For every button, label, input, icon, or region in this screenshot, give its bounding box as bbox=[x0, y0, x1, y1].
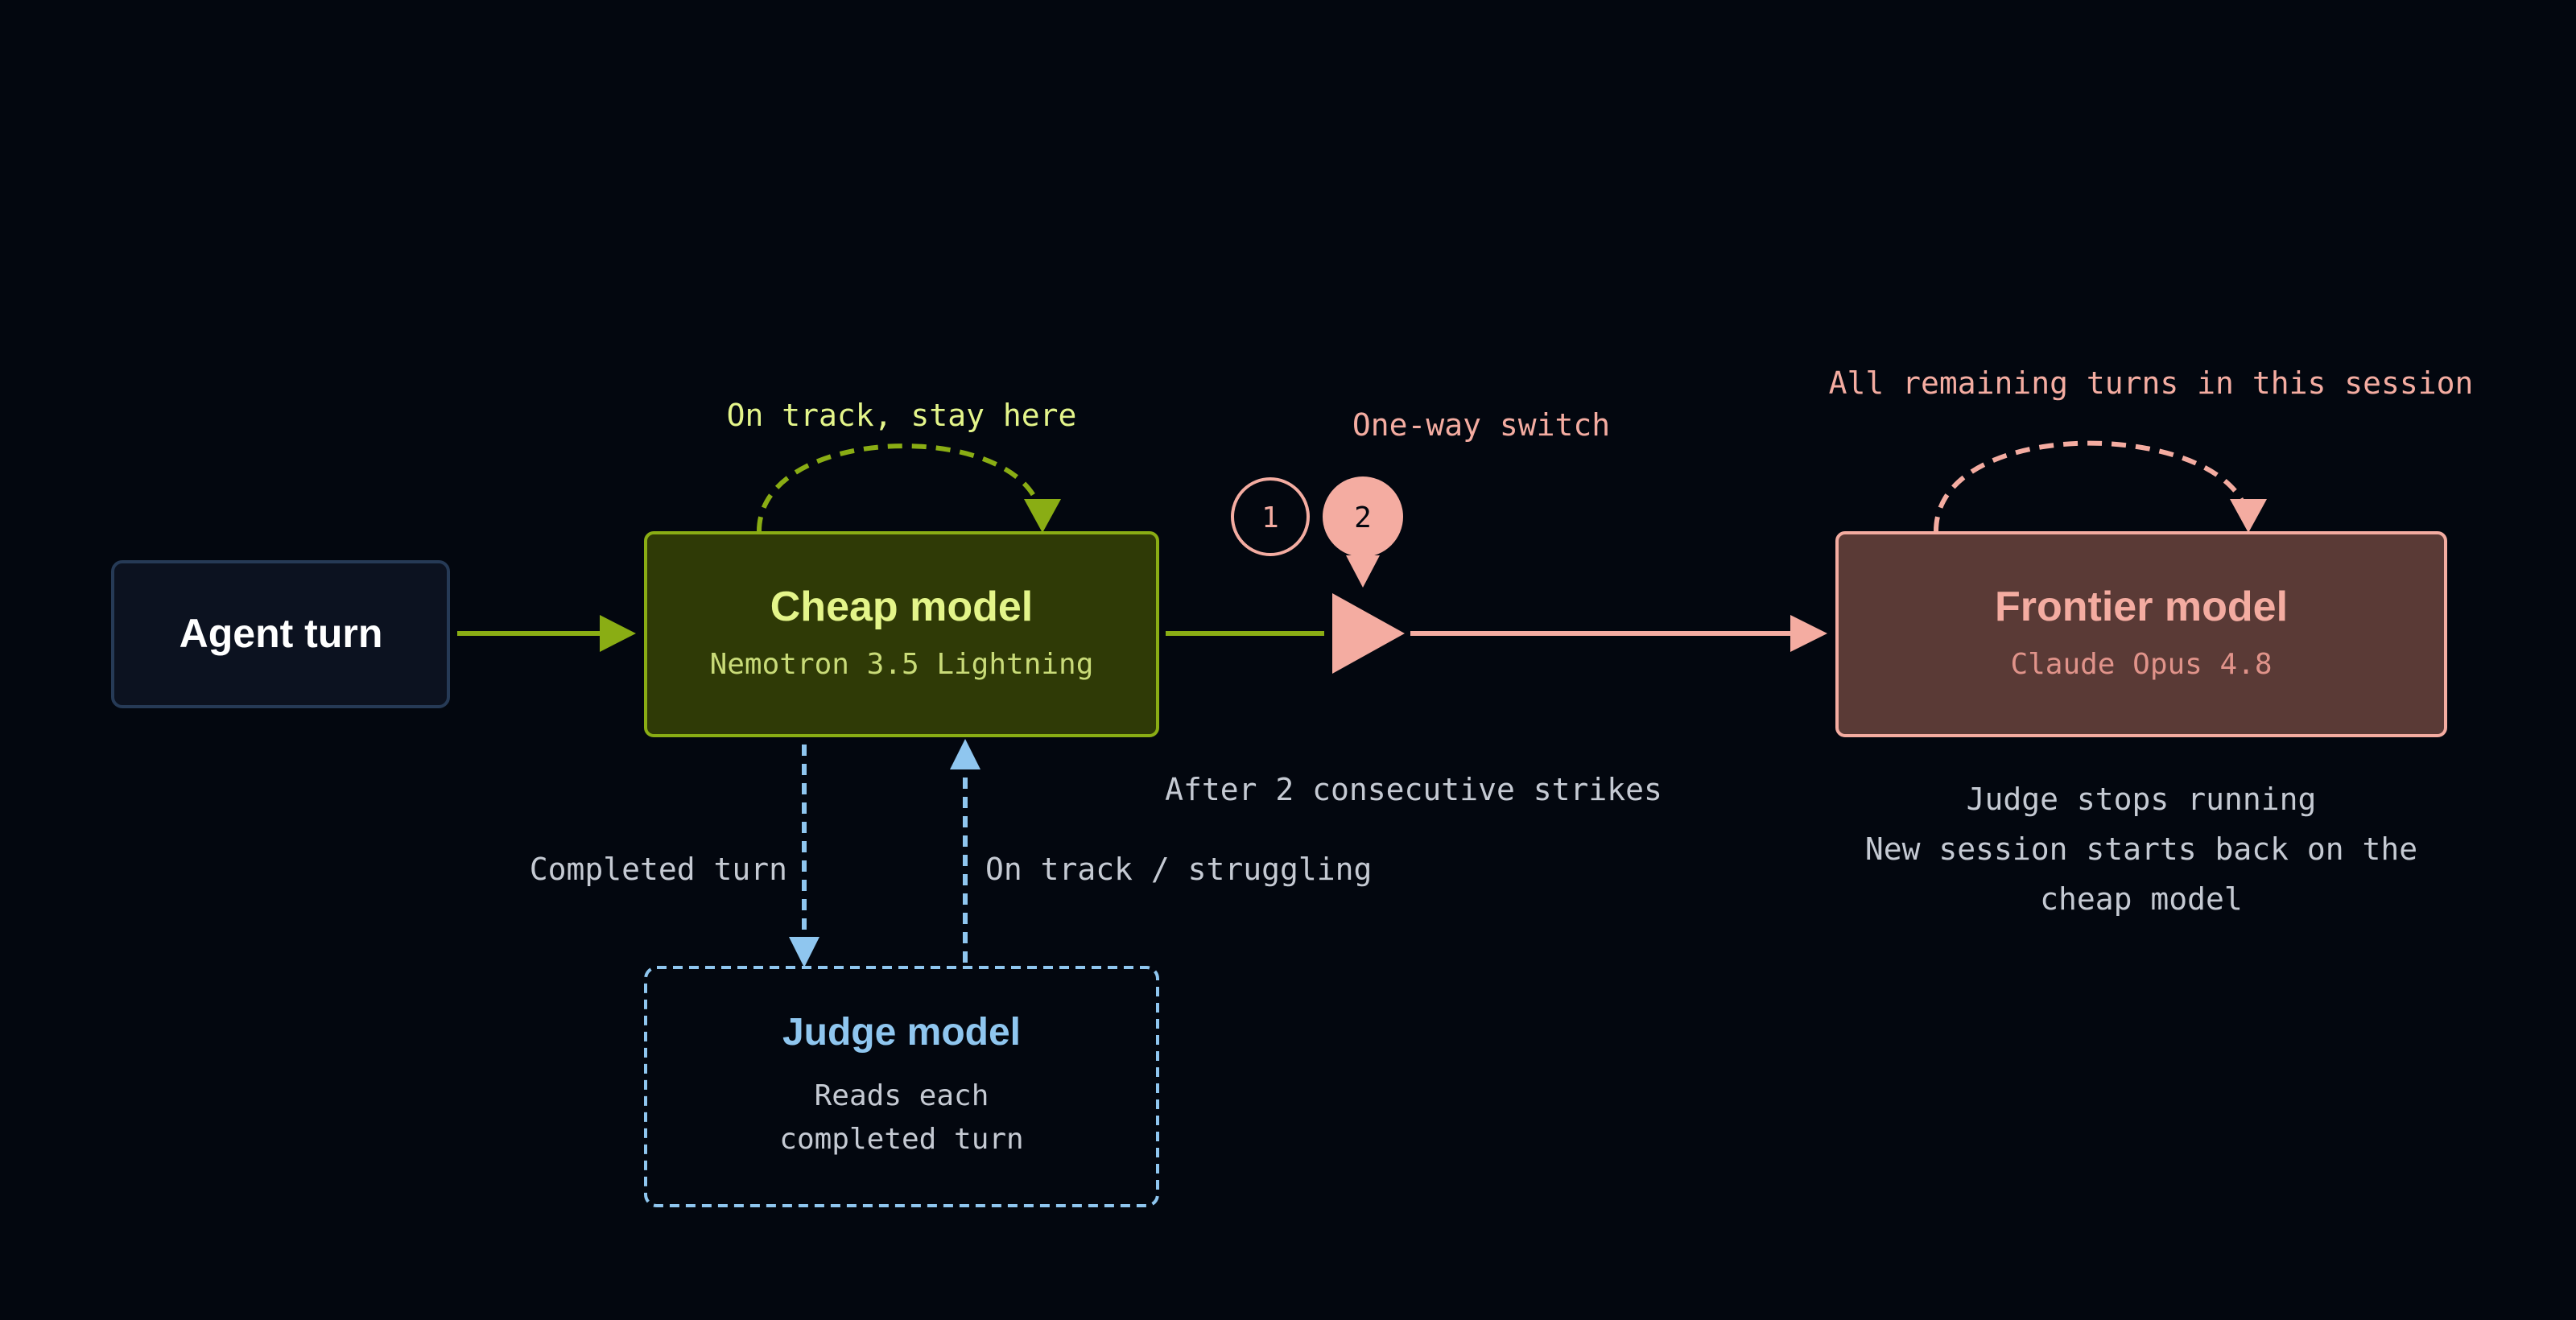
strike-two-number: 2 bbox=[1354, 501, 1372, 534]
judge-stops-label: Judge stops running bbox=[1967, 782, 2317, 817]
stay-here-label: On track, stay here bbox=[727, 398, 1077, 433]
completed-turn-arrow bbox=[789, 745, 819, 967]
frontier-model-subtitle: Claude Opus 4.8 bbox=[2010, 648, 2272, 681]
new-session-label-line1: New session starts back on the bbox=[1865, 831, 2417, 867]
strike-two-badge: 2 bbox=[1323, 476, 1403, 588]
cheap-model-title: Cheap model bbox=[770, 584, 1034, 630]
one-way-switch-label: One-way switch bbox=[1352, 407, 1610, 443]
frontier-model-node: Frontier model Claude Opus 4.8 bbox=[1835, 531, 2447, 737]
cheap-model-node: Cheap model Nemotron 3.5 Lightning bbox=[644, 531, 1159, 737]
judge-model-desc-line1: Reads each bbox=[815, 1079, 989, 1112]
completed-turn-label: Completed turn bbox=[530, 852, 787, 887]
switch-to-frontier-arrow bbox=[1410, 615, 1827, 652]
strikes-label: After 2 consecutive strikes bbox=[1165, 772, 1662, 807]
judge-model-desc-line2: completed turn bbox=[779, 1123, 1023, 1156]
judge-model-node: Judge model Reads each completed turn bbox=[644, 966, 1159, 1207]
remaining-turns-label: All remaining turns in this session bbox=[1829, 365, 2474, 401]
agent-to-cheap-arrow bbox=[457, 615, 636, 652]
cheap-model-subtitle: Nemotron 3.5 Lightning bbox=[710, 648, 1094, 681]
switch-triangle bbox=[1332, 593, 1405, 674]
on-track-struggling-label: On track / struggling bbox=[985, 852, 1372, 887]
new-session-label-line2: cheap model bbox=[2040, 881, 2243, 917]
frontier-model-title: Frontier model bbox=[1995, 584, 2288, 630]
judge-model-title: Judge model bbox=[782, 1011, 1021, 1054]
strike-one-number: 1 bbox=[1261, 501, 1279, 534]
strike-one-badge: 1 bbox=[1231, 477, 1310, 556]
agent-turn-node: Agent turn bbox=[111, 560, 450, 708]
on-track-struggling-arrow bbox=[950, 739, 980, 963]
agent-turn-label: Agent turn bbox=[180, 611, 383, 656]
stay-here-loop-arrow bbox=[757, 443, 1061, 533]
remaining-turns-loop-arrow bbox=[1934, 440, 2267, 533]
